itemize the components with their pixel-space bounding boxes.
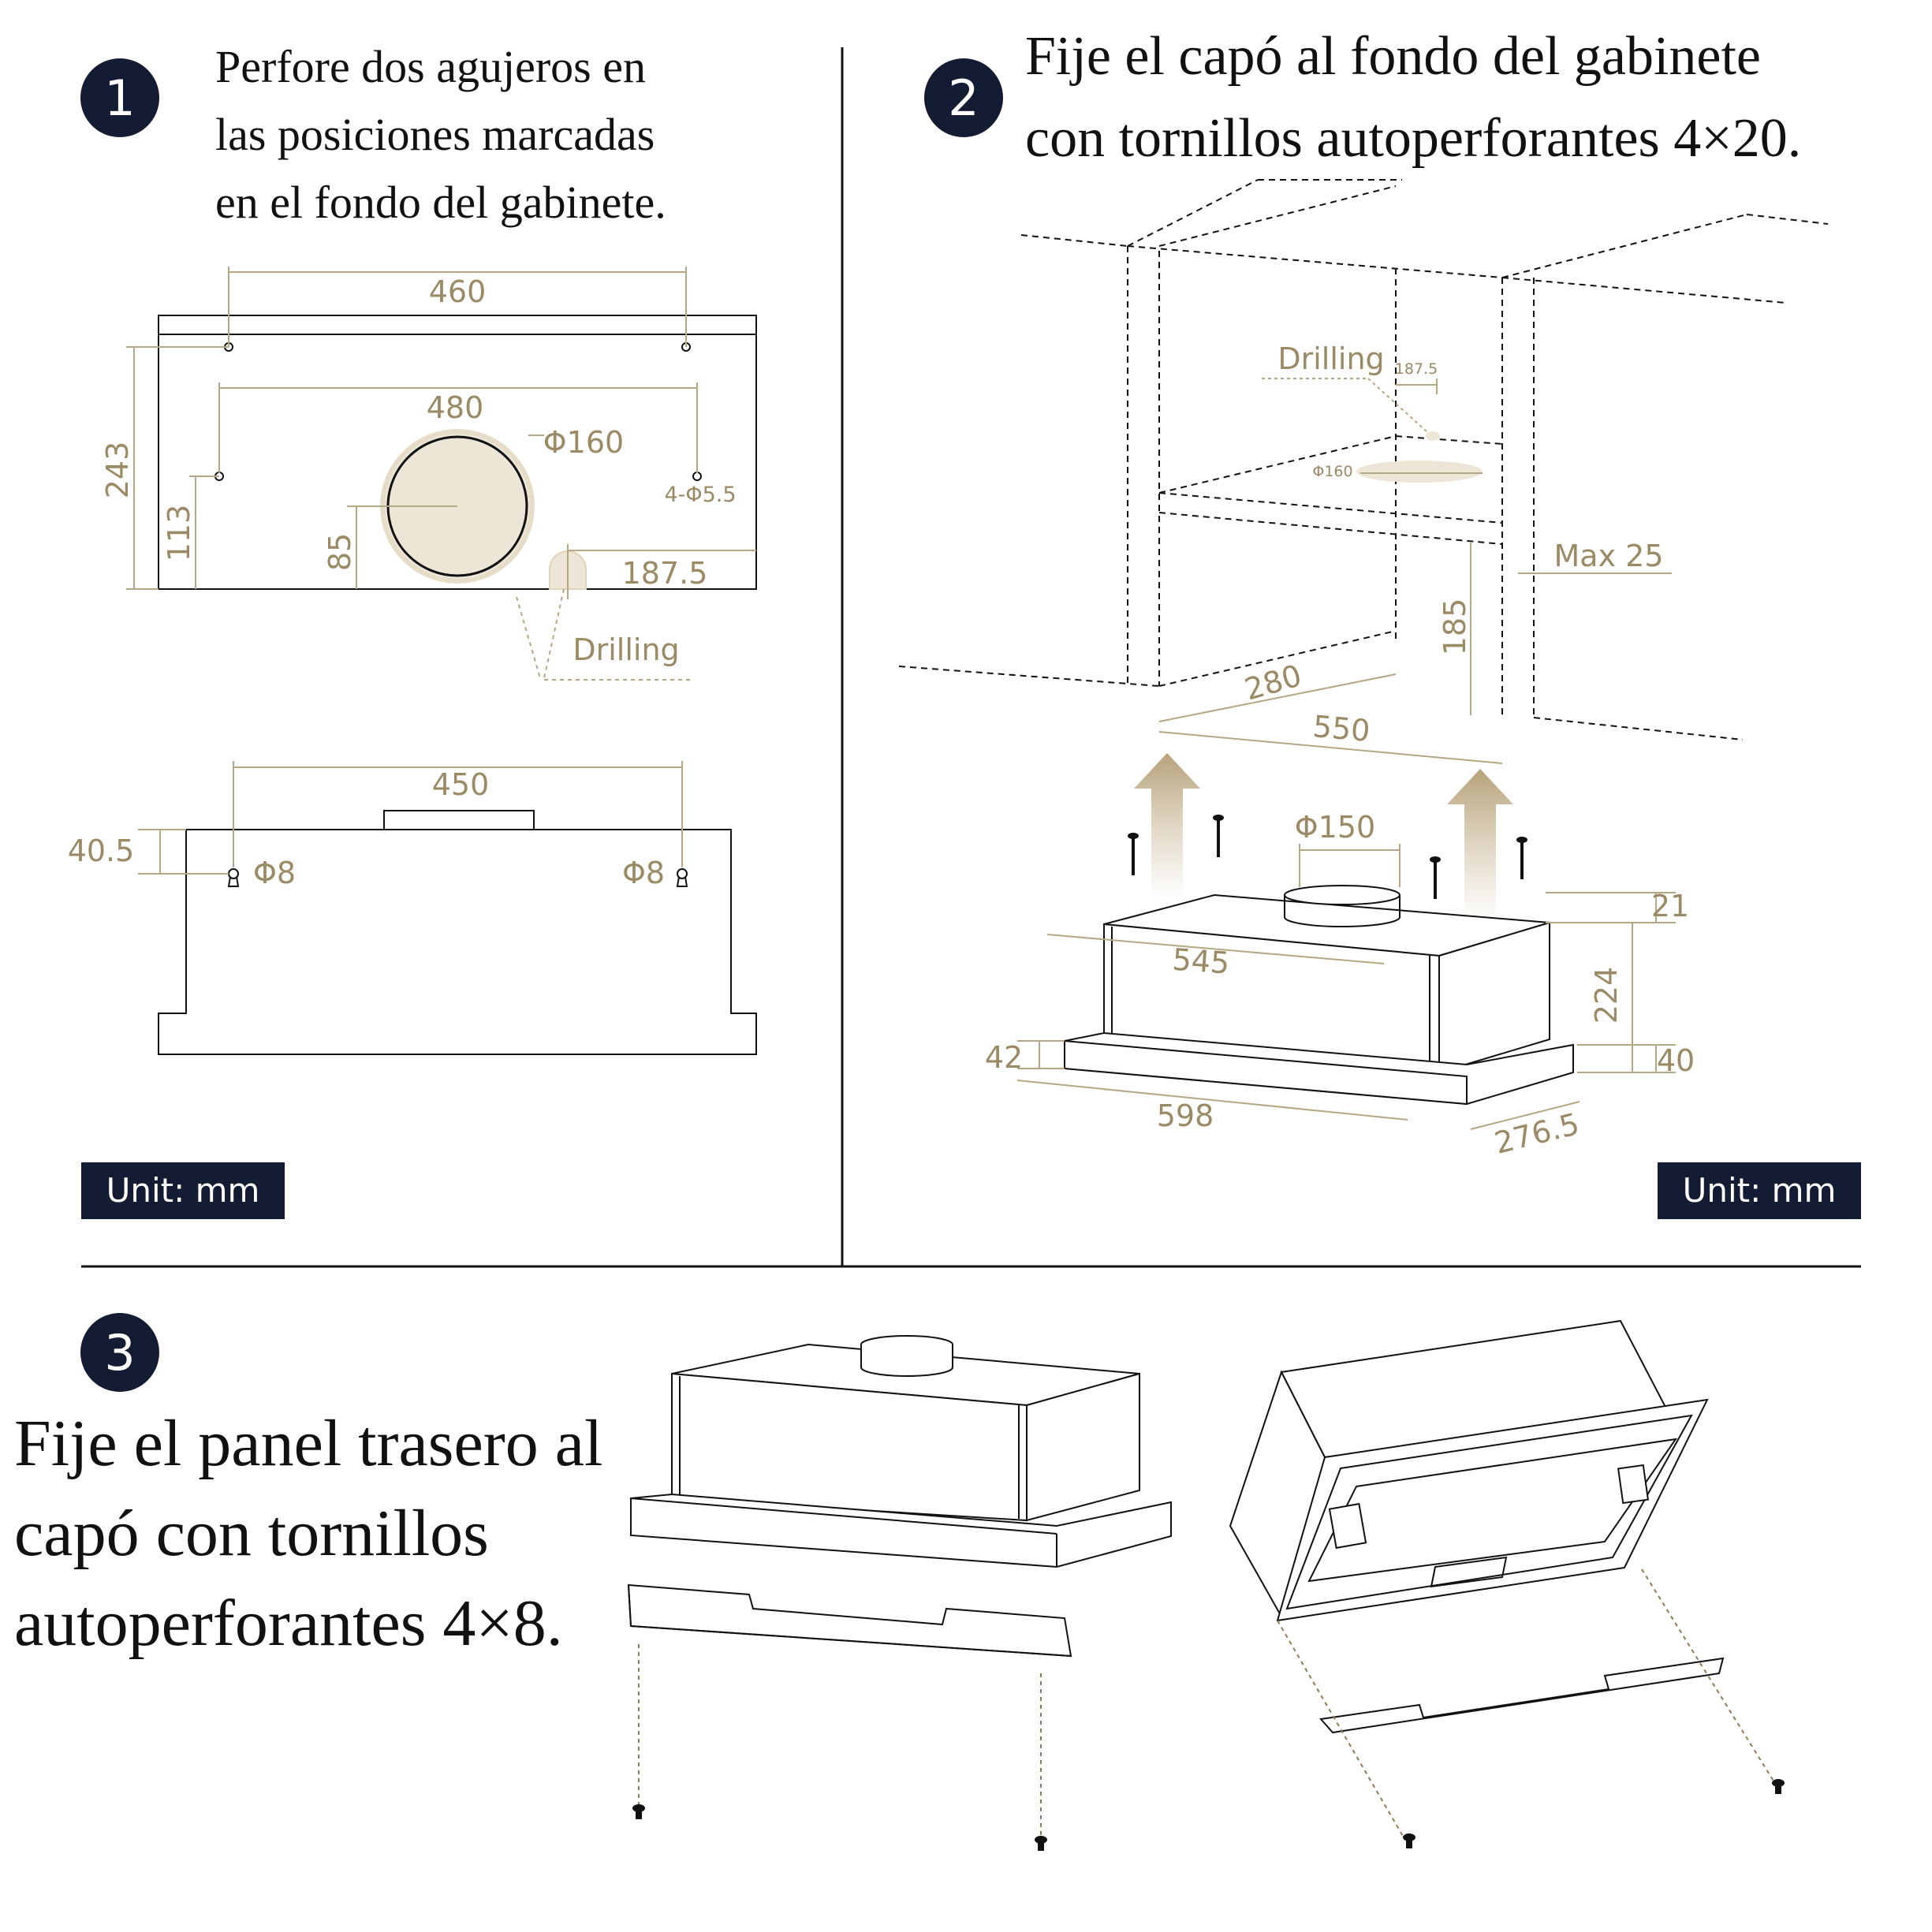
dim-243: 243 bbox=[100, 442, 135, 499]
dim-42: 42 bbox=[985, 1040, 1023, 1075]
screw-icon bbox=[1403, 1779, 1785, 1848]
hole-left-label: Φ8 bbox=[253, 856, 296, 890]
dim-550: 550 bbox=[1311, 709, 1371, 748]
drilling-label: Drilling bbox=[573, 632, 679, 667]
step2-cabinet-dims bbox=[1158, 378, 1672, 764]
dim-187-5: 187.5 bbox=[622, 556, 708, 591]
dim-185: 185 bbox=[1438, 599, 1472, 656]
step3-left-hood bbox=[630, 1335, 1172, 1568]
step2-hood-dims bbox=[1016, 844, 1676, 1130]
step1-unit-badge: Unit: mm bbox=[81, 1162, 285, 1219]
dim-480: 480 bbox=[427, 390, 484, 425]
cabinet-duct-label: Φ160 bbox=[1312, 463, 1352, 480]
cabinet-drill-hole bbox=[1426, 431, 1440, 441]
holes-label: 4-Φ5.5 bbox=[664, 483, 736, 507]
step1-badge: 1 bbox=[80, 58, 159, 137]
step2-unit-label: Unit: mm bbox=[1683, 1171, 1837, 1210]
step2-badge: 2 bbox=[924, 58, 1003, 137]
dim-40: 40 bbox=[1657, 1043, 1695, 1078]
cabinet-offset-label: 187.5 bbox=[1395, 360, 1438, 378]
cabinet-duct-hole bbox=[1356, 461, 1483, 483]
rear-panel-right bbox=[1319, 1657, 1725, 1734]
left-screw-paths bbox=[638, 1644, 1042, 1837]
step1-front-dims bbox=[138, 761, 683, 875]
dim-276-5: 276.5 bbox=[1491, 1106, 1583, 1161]
step3-line-2: capó con tornillos bbox=[14, 1497, 489, 1570]
dim-85: 85 bbox=[323, 533, 357, 571]
step2-number: 2 bbox=[948, 69, 979, 127]
duct-diameter-label: Φ160 bbox=[543, 425, 624, 460]
step1-line-1: Perfore dos agujeros en bbox=[215, 41, 646, 92]
step3-right-hood bbox=[1229, 1319, 1709, 1622]
dim-21: 21 bbox=[1651, 889, 1689, 923]
cabinet-outline bbox=[898, 179, 1829, 740]
dim-224: 224 bbox=[1589, 967, 1624, 1024]
max-25-label: Max 25 bbox=[1554, 539, 1664, 573]
step2-line-1: Fije el capó al fondo del gabinete bbox=[1025, 26, 1761, 87]
step1-section: 1 Perfore dos agujeros en las posiciones… bbox=[68, 41, 757, 1219]
step1-top-view bbox=[158, 315, 757, 590]
hood-duct-label: Φ150 bbox=[1295, 810, 1375, 845]
step1-number: 1 bbox=[104, 69, 135, 127]
dim-545: 545 bbox=[1171, 942, 1230, 981]
step3-line-3: autoperforantes 4×8. bbox=[14, 1587, 563, 1660]
dim-460: 460 bbox=[429, 274, 487, 309]
step1-unit-label: Unit: mm bbox=[106, 1171, 260, 1210]
step3-line-1: Fije el panel trasero al bbox=[14, 1407, 602, 1480]
step3-badge: 3 bbox=[80, 1313, 159, 1392]
rear-panel-left bbox=[627, 1583, 1072, 1658]
step1-front-view bbox=[158, 810, 757, 1055]
step1-line-2: las posiciones marcadas bbox=[215, 109, 655, 160]
step3-section: 3 Fije el panel trasero al capó con torn… bbox=[14, 1313, 1785, 1851]
dim-450: 450 bbox=[432, 767, 490, 802]
dim-113: 113 bbox=[162, 505, 196, 562]
step1-line-3: en el fondo del gabinete. bbox=[215, 177, 666, 228]
hood-drawing bbox=[1064, 885, 1574, 1106]
hole-right-label: Φ8 bbox=[622, 856, 665, 890]
step2-line-2: con tornillos autoperforantes 4×20. bbox=[1025, 108, 1801, 169]
up-arrow-icon bbox=[1134, 753, 1513, 923]
dim-40-5: 40.5 bbox=[68, 834, 135, 868]
right-screw-paths bbox=[1277, 1568, 1775, 1838]
step1-top-dims bbox=[126, 267, 756, 681]
step2-unit-badge: Unit: mm bbox=[1658, 1162, 1861, 1219]
step3-number: 3 bbox=[104, 1324, 135, 1382]
cabinet-drilling-label: Drilling bbox=[1277, 341, 1384, 376]
step2-section: 2 Fije el capó al fondo del gabinete con… bbox=[898, 26, 1861, 1219]
keyhole-icon bbox=[227, 868, 688, 887]
dim-598: 598 bbox=[1157, 1098, 1214, 1133]
screw-icon bbox=[632, 1804, 1047, 1851]
